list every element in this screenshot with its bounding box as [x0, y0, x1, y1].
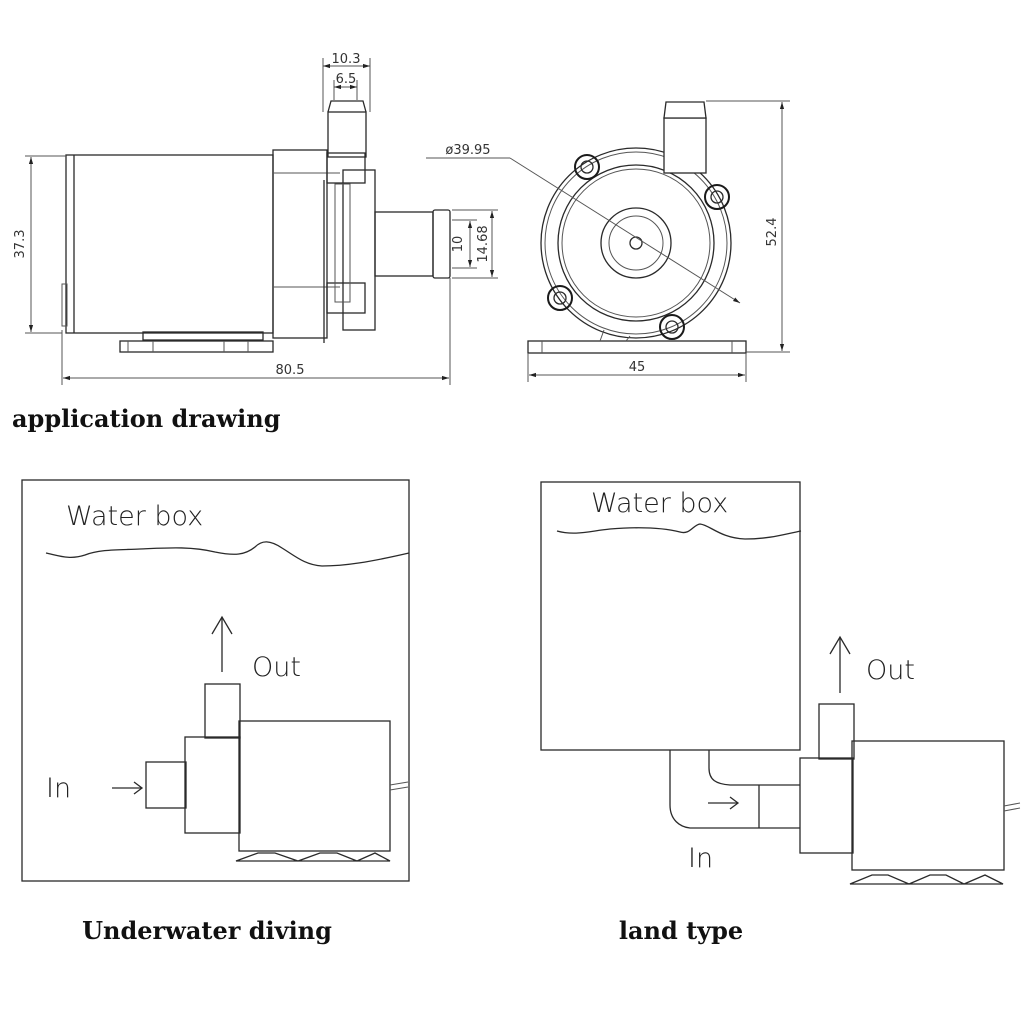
dim-total-length: 80.5 [276, 363, 305, 378]
bolt-icon [704, 184, 730, 210]
motor-body [65, 154, 274, 334]
water-box [21, 479, 410, 882]
inlet-nozzle [374, 211, 434, 277]
drawing-title: application drawing [12, 404, 281, 433]
bolt-icon [574, 154, 600, 180]
pump-housing [540, 147, 732, 339]
dim-inlet-inner: 10 [451, 236, 466, 253]
bolt-icon [659, 314, 685, 340]
dim-impeller-diameter: ø39.95 [445, 143, 490, 158]
side-view: 10.3 6.5 37.3 80.5 10 14.68 [13, 52, 498, 385]
land-panel: Water box In Out [540, 481, 1021, 885]
dim-outlet-inner: 6.5 [336, 72, 357, 87]
front-view: ø39.95 52.4 45 [426, 100, 790, 382]
land-caption: land type [619, 916, 743, 945]
water-surface [556, 523, 802, 540]
water-surface [45, 541, 410, 567]
dim-outlet-outer: 10.3 [332, 52, 361, 67]
underwater-panel: Water box Out In [21, 479, 410, 882]
dim-body-height: 37.3 [13, 230, 28, 259]
dim-base-width: 45 [629, 360, 646, 375]
out-label: Out [252, 652, 301, 683]
underwater-caption: Underwater diving [82, 916, 332, 945]
water-box-label: Water box [66, 501, 203, 532]
dim-inlet-outer: 14.68 [476, 225, 491, 262]
in-label: In [46, 773, 71, 804]
out-label: Out [866, 655, 915, 686]
water-box-label: Water box [591, 488, 728, 519]
water-box [540, 481, 801, 751]
bolt-icon [547, 285, 573, 311]
dim-total-height: 52.4 [765, 218, 780, 247]
in-label: In [688, 843, 713, 874]
pump-head [272, 149, 328, 339]
